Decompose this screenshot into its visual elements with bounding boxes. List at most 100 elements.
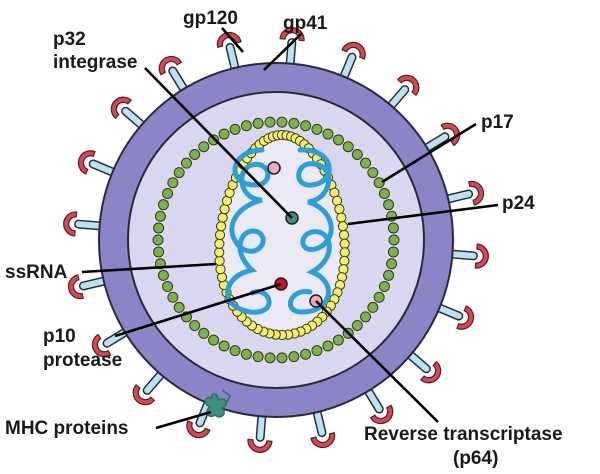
p17-bead	[276, 352, 288, 364]
leader-mhc	[155, 410, 212, 430]
gp120-cap	[77, 150, 96, 175]
gp120-cap	[440, 122, 461, 147]
p17-bead	[218, 128, 230, 140]
gp120-cap	[474, 243, 489, 269]
p17-bead	[300, 120, 312, 132]
gp120-cap	[247, 438, 273, 453]
leader-gp41	[263, 32, 303, 71]
p17-bead	[332, 334, 344, 346]
gp120-cap	[91, 333, 112, 358]
gp120-cap	[456, 305, 475, 330]
leader-ssrna	[81, 262, 217, 274]
p17-bead	[198, 141, 210, 153]
p17-bead	[387, 246, 399, 258]
p24-bead	[219, 204, 230, 215]
label-reverse-transcriptase: Reverse transcriptase	[364, 424, 563, 445]
leader-p10-protease	[114, 282, 282, 338]
label-integrase: integrase	[53, 52, 137, 73]
label-gp120: gp120	[183, 8, 238, 29]
p24-bead	[339, 238, 350, 249]
gp120-cap	[158, 55, 183, 76]
leader-reverse-transcriptase	[315, 300, 439, 423]
p17-bead	[360, 157, 372, 169]
p17-bead	[180, 157, 192, 169]
p17-bead	[252, 117, 264, 129]
p17-bead	[367, 167, 379, 179]
label-p10: p10	[43, 326, 76, 347]
label-gp41: gp41	[283, 13, 328, 34]
gp120-cap	[341, 41, 366, 60]
p17-bead	[167, 291, 179, 303]
p17-bead	[189, 148, 201, 160]
p17-bead	[388, 234, 400, 246]
gp120-cap	[110, 96, 133, 120]
label-mhc-proteins: MHC proteins	[5, 418, 129, 439]
p24-bead	[214, 255, 225, 266]
gp120-cap	[369, 404, 394, 425]
leader-gp120	[221, 27, 244, 53]
p17-bead	[157, 269, 169, 281]
p17-bead	[240, 348, 252, 360]
p24-bead	[216, 221, 227, 232]
label-p64: (p64)	[453, 448, 498, 469]
label-p24: p24	[502, 193, 535, 214]
p24-bead	[214, 247, 225, 258]
p17-bead	[157, 199, 169, 211]
p17-bead	[229, 123, 241, 135]
p17-bead	[240, 120, 252, 132]
gp120-cap	[310, 432, 336, 449]
leader-p24	[347, 203, 499, 226]
p17-bead	[264, 116, 276, 128]
leader-p17	[381, 122, 477, 184]
leader-lines	[81, 27, 499, 430]
gp120-cap	[63, 211, 78, 237]
p17-bead	[322, 128, 334, 140]
p24-bead	[339, 255, 350, 266]
p17-bead	[383, 199, 395, 211]
p17-bead	[386, 258, 398, 270]
p17-bead	[189, 320, 201, 332]
p17-bead	[351, 320, 363, 332]
p17-bead	[378, 187, 390, 199]
gp120-cap	[67, 274, 84, 300]
p17-bead	[276, 116, 288, 128]
p17-bead	[311, 123, 323, 135]
p17-bead	[252, 351, 264, 363]
p17-bead	[173, 301, 185, 313]
p17-bead	[162, 187, 174, 199]
p17-bead	[288, 117, 300, 129]
ssrna-strand-1	[225, 147, 272, 315]
p17-bead	[173, 167, 185, 179]
p17-bead	[311, 345, 323, 357]
reverse-transcriptase-dot-upper	[267, 161, 281, 175]
gp120-cap	[396, 74, 420, 97]
gp120-cap	[279, 27, 305, 42]
label-p32: p32	[53, 29, 86, 50]
p17-bead	[342, 141, 354, 153]
label-ssrna: ssRNA	[5, 262, 68, 283]
p17-bead	[373, 291, 385, 303]
p24-bead	[214, 229, 226, 241]
p24-bead	[217, 212, 228, 223]
p24-bead	[214, 238, 225, 249]
p17-bead	[229, 345, 241, 357]
label-protease: protease	[43, 350, 122, 371]
p17-bead	[288, 351, 300, 363]
p17-bead	[167, 177, 179, 189]
p17-bead	[153, 222, 165, 234]
gp120-cap	[132, 383, 156, 406]
p17-bead	[322, 340, 334, 352]
matrix-p17-layer	[152, 116, 400, 364]
p24-bead	[334, 204, 345, 215]
p24-bead	[336, 212, 347, 223]
p17-bead	[367, 301, 379, 313]
p24-bead	[337, 221, 348, 232]
p17-bead	[373, 177, 385, 189]
p17-bead	[332, 134, 344, 146]
p17-bead	[264, 352, 276, 364]
leader-p32-integrase	[144, 67, 293, 219]
p17-bead	[351, 148, 363, 160]
p17-bead	[387, 222, 399, 234]
p17-bead	[383, 269, 395, 281]
